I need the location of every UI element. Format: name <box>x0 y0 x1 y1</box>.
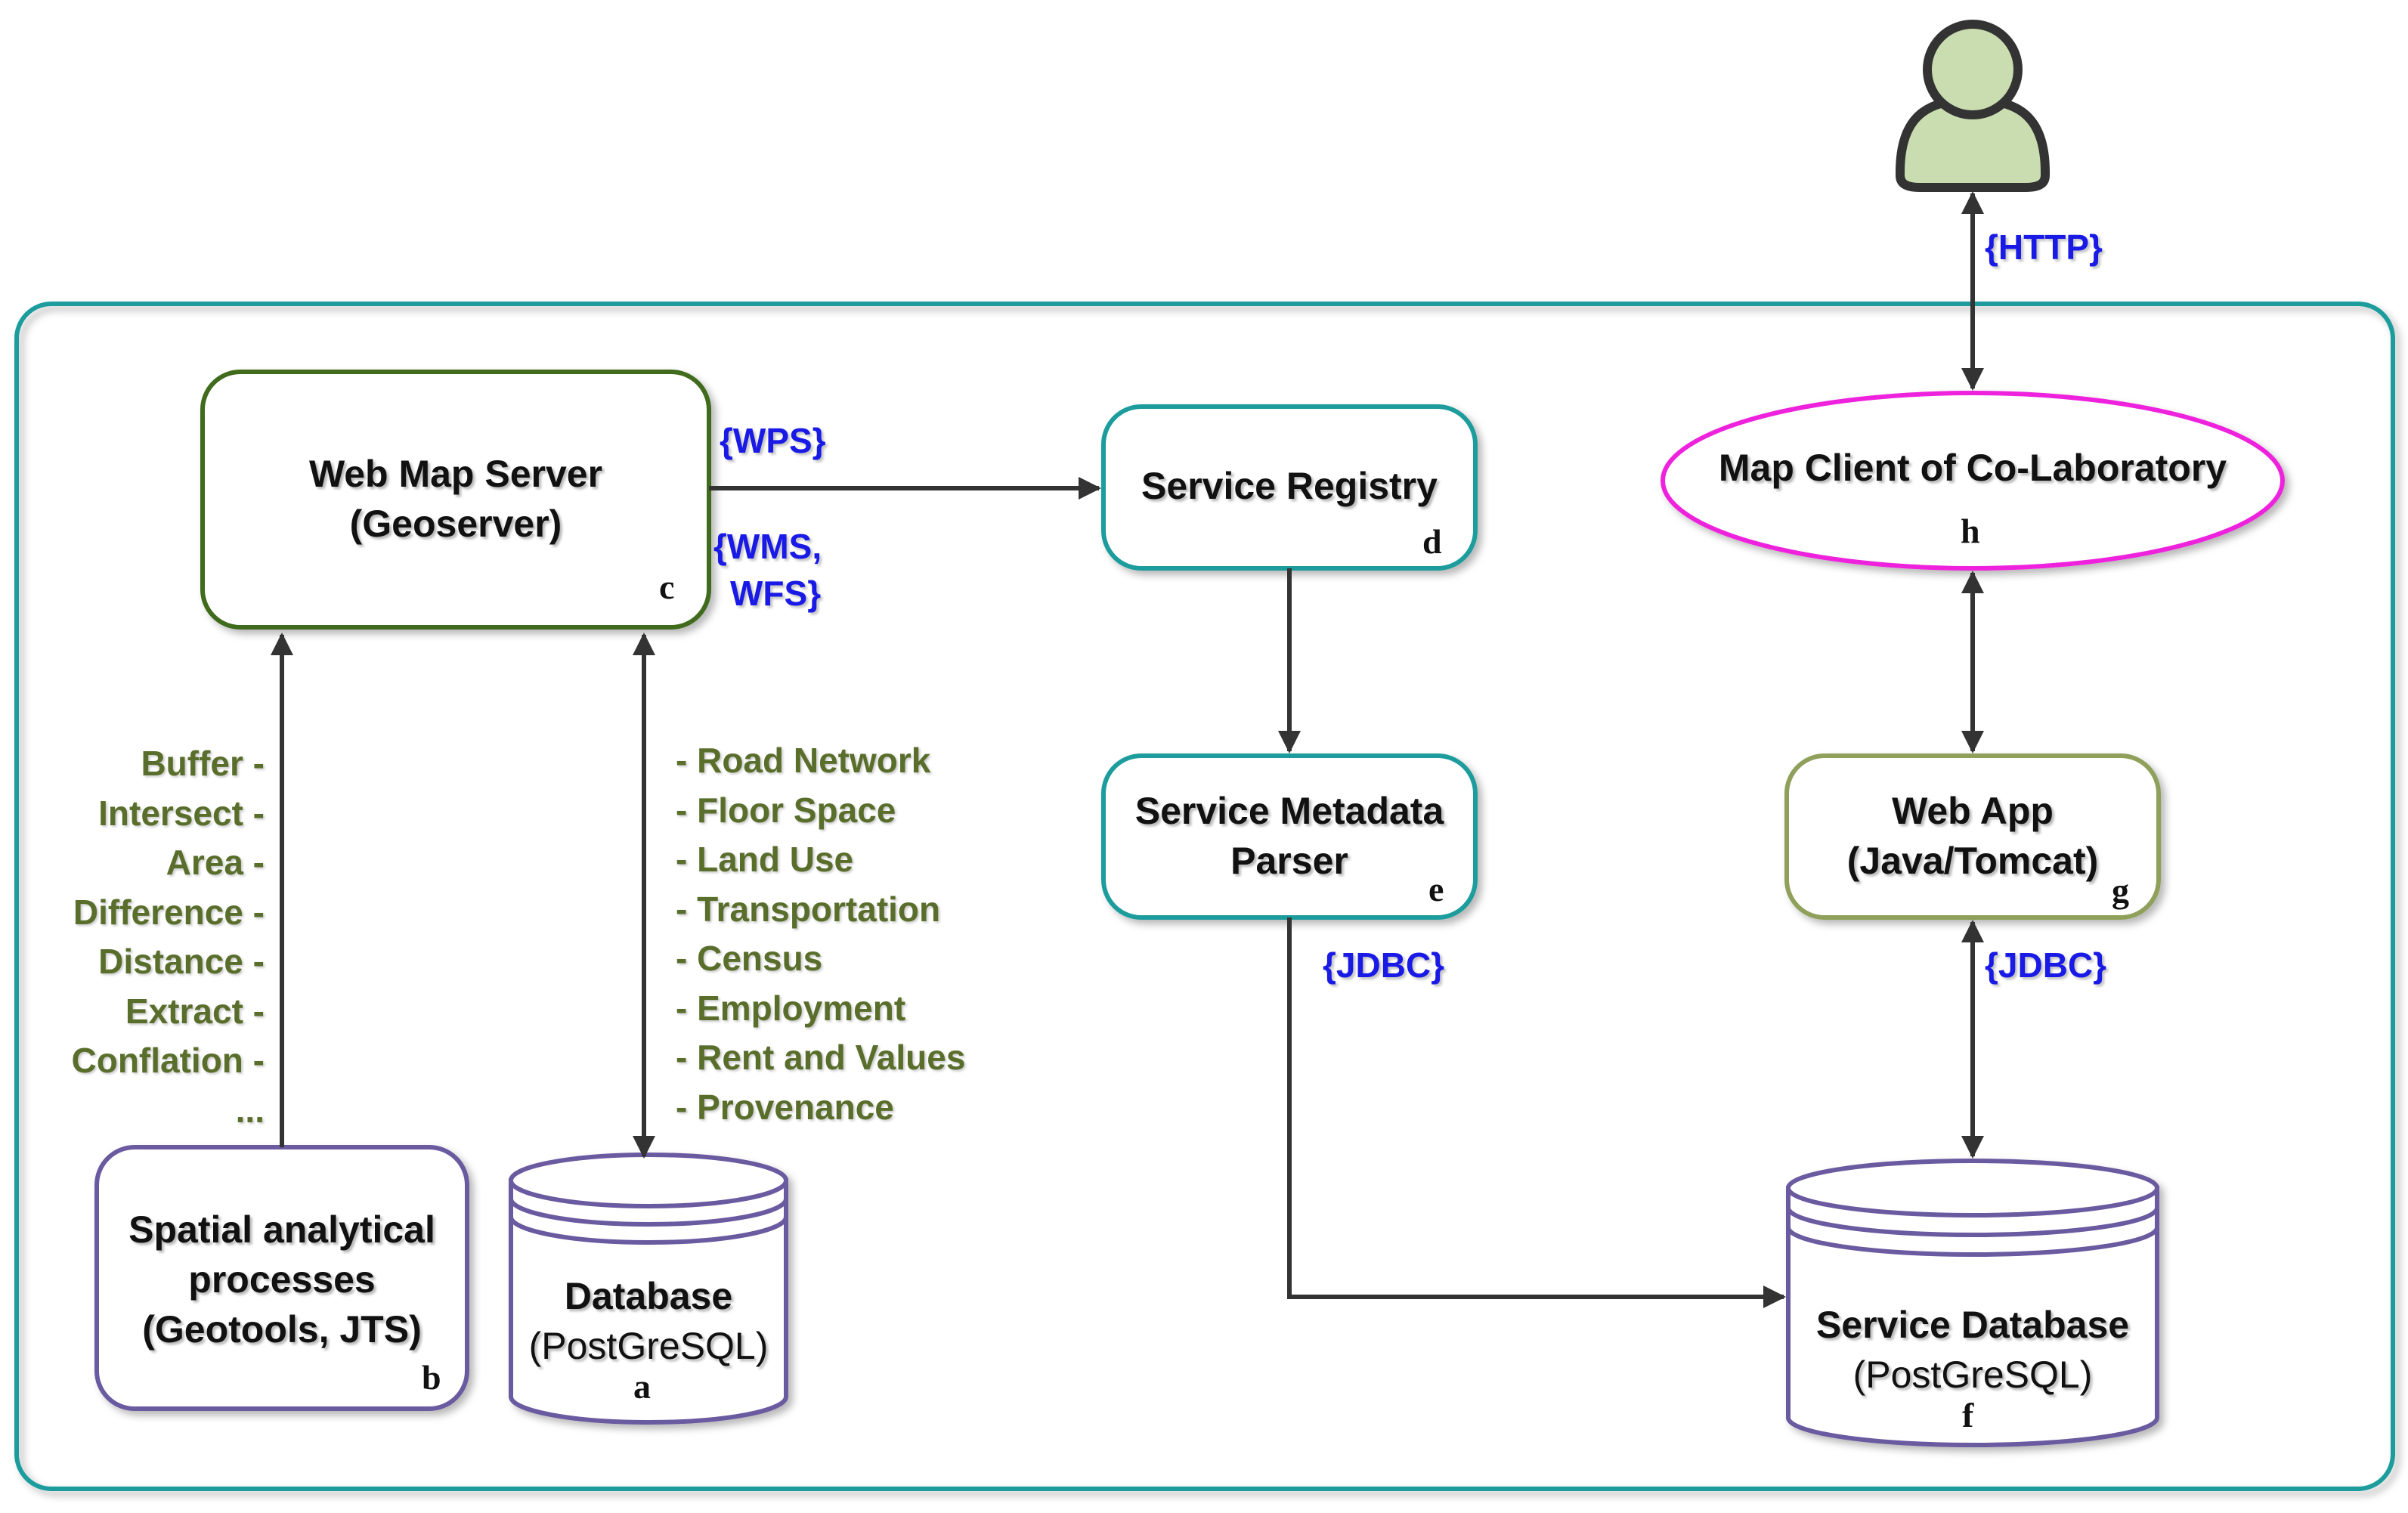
service-database-label: Service Database (PostGreSQL) <box>1788 1300 2157 1400</box>
data-list-item: - Census <box>676 939 823 978</box>
service-database-letter: f <box>1962 1396 1974 1434</box>
data-list-item: - Road Network <box>676 741 931 780</box>
spatial-processes-label: Spatial analytical processes (Geotools, … <box>97 1205 467 1354</box>
web-app-title: Web App <box>1892 790 2054 832</box>
web-app-letter: g <box>2112 871 2129 910</box>
jdbc-parser-label: {JDBC} <box>1323 945 1445 985</box>
web-map-server-subtitle: (Geoserver) <box>349 503 562 545</box>
data-list-item: - Floor Space <box>676 790 896 830</box>
spatial-processes-line2: processes <box>188 1258 376 1301</box>
database-label: Database (PostGreSQL) <box>511 1271 786 1371</box>
service-registry-label: Service Registry <box>1103 461 1475 511</box>
process-list: Buffer - Intersect - Area - Difference -… <box>15 739 265 1135</box>
service-metadata-parser-letter: e <box>1428 870 1444 908</box>
spatial-processes-letter: b <box>422 1358 441 1397</box>
wms-wfs-label: {WMS, WFS} <box>713 523 822 617</box>
service-registry-title: Service Registry <box>1141 465 1438 507</box>
http-label: {HTTP} <box>1985 227 2103 267</box>
web-map-server-title: Web Map Server <box>308 453 603 495</box>
service-metadata-parser-title: Service Metadata <box>1134 790 1444 832</box>
process-list-item: Area - <box>166 843 265 882</box>
system-boundary <box>14 302 2395 1491</box>
service-database-cylinder <box>1786 1159 2159 1447</box>
wfs-label: WFS} <box>730 574 822 613</box>
database-letter: a <box>633 1367 651 1406</box>
process-list-item: ... <box>235 1090 265 1130</box>
process-list-item: Conflation - <box>71 1041 265 1080</box>
spatial-processes-title: Spatial analytical <box>128 1208 435 1251</box>
map-client-label: Map Client of Co-Laboratory <box>1663 443 2283 493</box>
spatial-processes-line3: (Geotools, JTS) <box>142 1308 422 1351</box>
jdbc-webapp-label: {JDBC} <box>1985 945 2107 985</box>
data-list-item: - Provenance <box>676 1087 894 1127</box>
web-app-box <box>1784 753 2161 920</box>
user-icon <box>1896 20 2050 192</box>
process-list-item: Extract - <box>125 991 265 1031</box>
map-client-ellipse <box>1661 391 2285 571</box>
data-list: - Road Network - Floor Space - Land Use … <box>676 736 1069 1132</box>
data-list-item: - Rent and Values <box>676 1038 966 1077</box>
web-map-server-label: Web Map Server (Geoserver) <box>203 449 709 549</box>
process-list-item: Distance - <box>98 942 265 981</box>
service-metadata-parser-label: Service Metadata Parser <box>1103 786 1475 886</box>
data-list-item: - Transportation <box>676 889 941 929</box>
map-client-letter: h <box>1961 512 1980 550</box>
process-list-item: Difference - <box>73 892 265 932</box>
process-list-item: Intersect - <box>98 793 265 833</box>
wms-label: {WMS, <box>713 527 822 566</box>
service-metadata-parser-subtitle: Parser <box>1230 840 1348 882</box>
web-app-subtitle: (Java/Tomcat) <box>1846 840 2099 882</box>
web-map-server-box <box>200 370 711 630</box>
service-database-subtitle: (PostGreSQL) <box>1852 1354 2093 1396</box>
service-database-title: Service Database <box>1815 1304 2130 1346</box>
data-list-item: - Land Use <box>676 840 854 879</box>
service-registry-letter: d <box>1422 522 1442 561</box>
data-list-item: - Employment <box>676 988 906 1028</box>
wps-label: {WPS} <box>720 421 826 460</box>
database-subtitle: (PostGreSQL) <box>528 1325 769 1367</box>
database-title: Database <box>564 1275 733 1317</box>
arrow-parser-to-service-db <box>1287 917 1786 1308</box>
web-app-label: Web App (Java/Tomcat) <box>1787 786 2159 886</box>
web-map-server-letter: c <box>659 568 675 606</box>
map-client-title: Map Client of Co-Laboratory <box>1718 447 2227 489</box>
process-list-item: Buffer - <box>141 744 265 783</box>
